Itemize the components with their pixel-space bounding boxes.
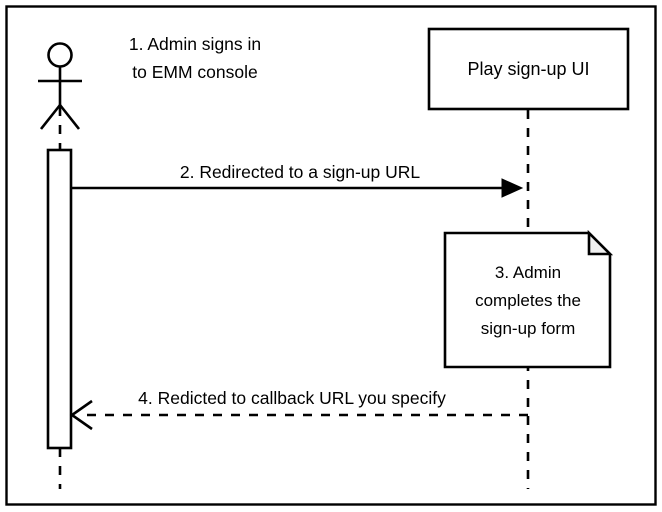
step-1-line-2: to EMM console xyxy=(132,62,257,82)
participant-label-play-signup-ui: Play sign-up UI xyxy=(467,59,589,79)
message-2-label: 2. Redirected to a sign-up URL xyxy=(180,162,421,182)
note-3-line-3: sign-up form xyxy=(481,319,575,338)
note-3-body[interactable] xyxy=(443,231,612,369)
note-3[interactable]: 3. Admin completes the sign-up form xyxy=(443,229,614,369)
message-4-arrowhead-icon xyxy=(69,399,93,431)
note-3-line-2: completes the xyxy=(475,291,581,310)
actor-leg-right-icon xyxy=(58,104,81,130)
actor-leg-left-icon xyxy=(39,104,62,130)
activation-bar-admin-actor[interactable] xyxy=(46,148,73,450)
participant-box-play-signup-ui[interactable] xyxy=(427,27,630,111)
message-4[interactable]: 4. Redicted to callback URL you specify xyxy=(69,388,528,431)
participant-play-signup-ui[interactable]: Play sign-up UI xyxy=(427,27,630,111)
message-2[interactable]: 2. Redirected to a sign-up URL xyxy=(71,162,524,198)
actor-head-icon xyxy=(47,42,73,68)
message-2-arrowhead-icon xyxy=(501,178,524,198)
note-3-fold-icon xyxy=(587,229,614,256)
message-4-label: 4. Redicted to callback URL you specify xyxy=(138,388,446,408)
annotation-step-1: 1. Admin signs in to EMM console xyxy=(129,34,261,82)
participant-admin-actor[interactable] xyxy=(38,42,82,130)
step-1-line-1: 1. Admin signs in xyxy=(129,34,261,54)
note-3-line-1: 3. Admin xyxy=(495,263,561,282)
